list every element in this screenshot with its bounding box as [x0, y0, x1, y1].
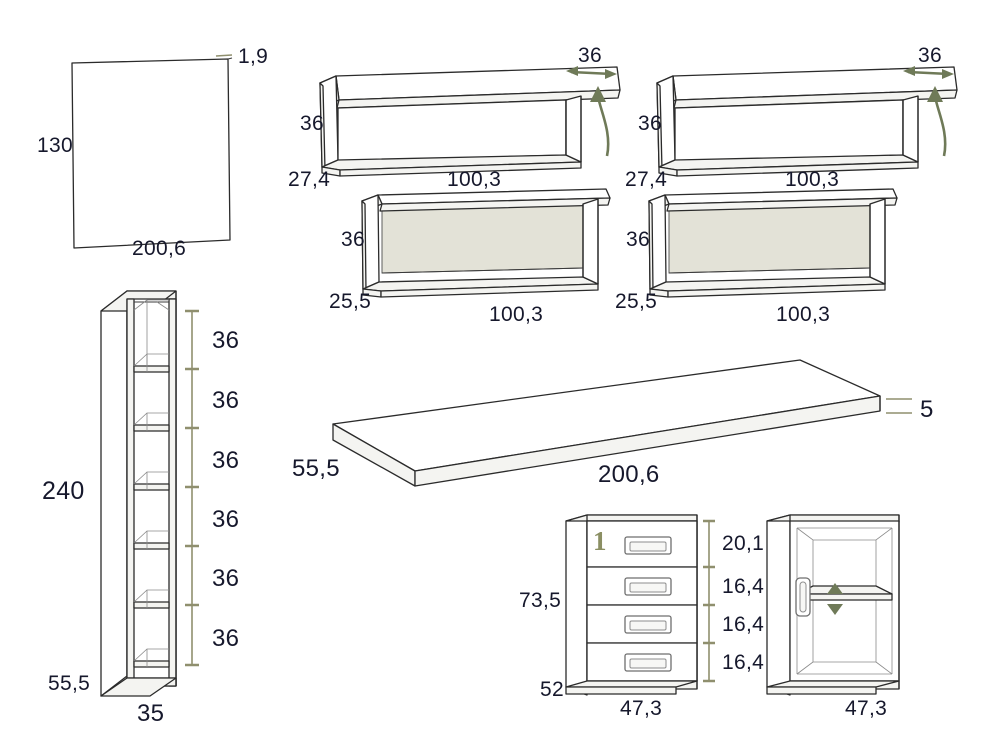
wall-shelf-open-right-graphic [656, 66, 958, 177]
drawer-height-label-1: 20,1 [722, 532, 765, 555]
wall-shelf-open-right-width-label: 100,3 [785, 168, 840, 191]
door-cabinet-graphic [766, 514, 900, 696]
wall-shelf-open-right-top-depth-label: 36 [918, 44, 942, 67]
wall-shelf-open-right-height-label: 36 [638, 112, 662, 135]
tall-shelf-compartment-label-1: 36 [212, 327, 240, 354]
wall-shelf-open-left-depth-label: 27,4 [288, 168, 331, 191]
wall-shelf-open-left-height-label: 36 [300, 112, 324, 135]
drawer-unit-total-height-label: 73,5 [519, 589, 562, 612]
wall-shelf-backed-right-graphic [648, 188, 898, 298]
wall-shelf-backed-left-depth-label: 25,5 [329, 290, 372, 313]
wall-shelf-backed-right-depth-label: 25,5 [615, 290, 658, 313]
back-panel-height-label: 130 [37, 134, 73, 157]
tall-shelf-depth-label: 55,5 [48, 672, 91, 695]
drawer-unit-graphic [565, 514, 715, 696]
tall-shelf-compartment-label-5: 36 [212, 565, 240, 592]
wall-shelf-backed-left-height-label: 36 [341, 228, 365, 251]
tall-shelf-compartment-label-4: 36 [212, 506, 240, 533]
tall-shelf-unit-graphic [100, 290, 177, 697]
drawer-height-label-4: 16,4 [722, 651, 765, 674]
tall-shelf-compartment-label-6: 36 [212, 625, 240, 652]
tall-shelf-compartment-label-2: 36 [212, 387, 240, 414]
desk-top-depth-label: 55,5 [292, 455, 340, 482]
tall-shelf-width-label: 35 [137, 700, 165, 727]
drawer-height-label-3: 16,4 [722, 613, 765, 636]
drawer-unit-width-label: 47,3 [620, 697, 663, 720]
wall-shelf-backed-left-width-label: 100,3 [489, 303, 544, 326]
wall-shelf-open-right-depth-label: 27,4 [625, 168, 668, 191]
wall-shelf-backed-right-height-label: 36 [626, 228, 650, 251]
desk-top-length-label: 200,6 [598, 461, 660, 488]
desk-top-panel-graphic [332, 359, 912, 487]
tall-shelf-height-label: 240 [42, 477, 85, 505]
desk-top-thickness-label: 5 [920, 396, 934, 423]
tall-shelf-dimension-ladder [185, 309, 199, 667]
drawer-height-label-2: 16,4 [722, 575, 765, 598]
back-panel-thickness-label: 1,9 [238, 45, 269, 68]
drawer-unit-depth-label: 52 [540, 678, 564, 701]
door-cabinet-width-label: 47,3 [845, 697, 888, 720]
wall-shelf-backed-right-width-label: 100,3 [776, 303, 831, 326]
back-panel-width-label: 200,6 [132, 237, 187, 260]
tall-shelf-compartment-label-3: 36 [212, 447, 240, 474]
wall-shelf-open-left-graphic [319, 66, 621, 177]
wall-shelf-backed-left-graphic [361, 188, 611, 298]
drawer-step-marker: 1 [593, 526, 607, 556]
back-panel-graphic [71, 54, 233, 249]
wall-shelf-open-left-top-depth-label: 36 [578, 44, 602, 67]
wall-shelf-open-left-width-label: 100,3 [447, 168, 502, 191]
